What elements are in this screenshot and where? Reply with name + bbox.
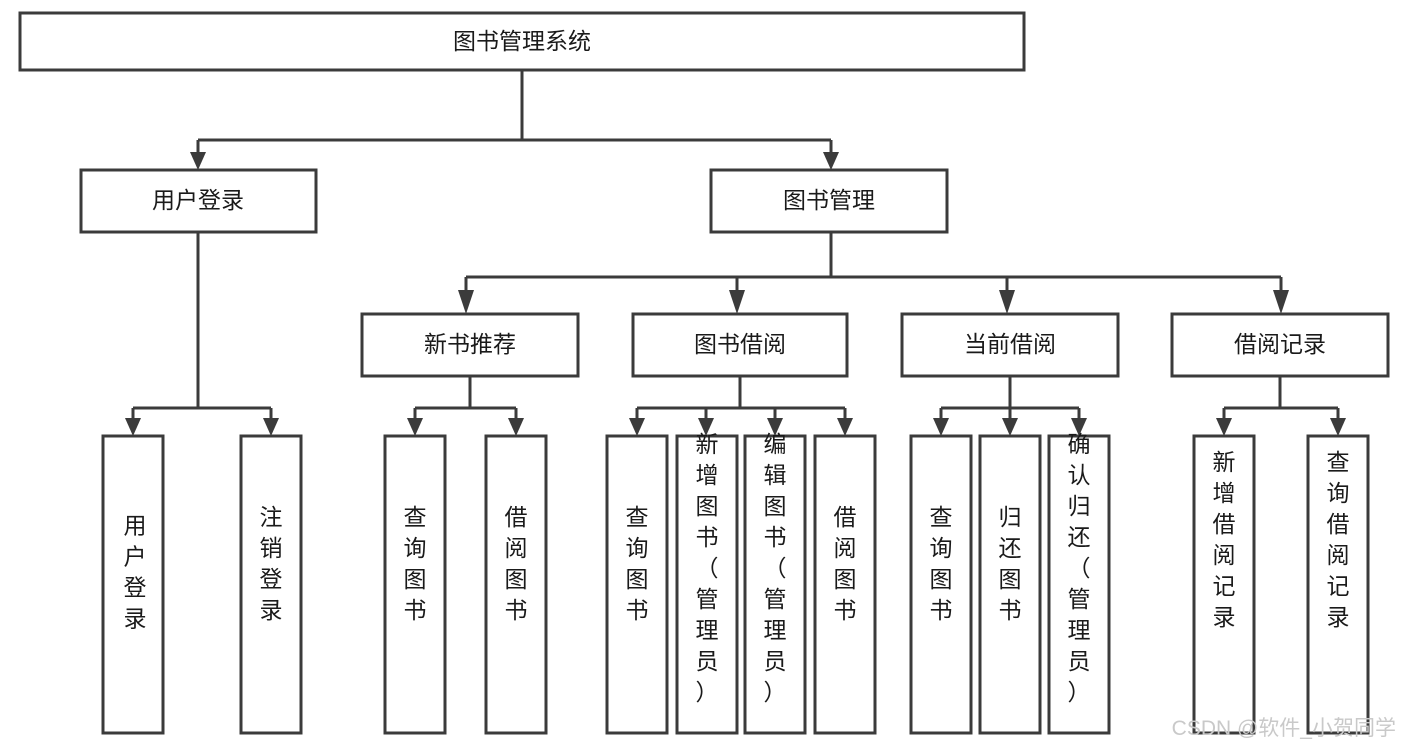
node-user-login[interactable]: 用户登录 (79, 168, 318, 234)
arrow-to-leaf-add-book (698, 418, 714, 436)
node-book-borrow-box[interactable] (631, 312, 849, 378)
node-leaf-edit-book[interactable]: 编辑图书（管理员） (743, 431, 807, 735)
node-leaf-logout-label: 注销登录 (260, 504, 283, 623)
node-leaf-query-record[interactable]: 查询借阅记录 (1306, 434, 1370, 735)
arrow-to-leaf-query-book-a (407, 418, 423, 436)
node-leaf-add-record-label: 新增借阅记录 (1213, 449, 1236, 630)
node-leaf-add-book-box[interactable] (675, 434, 739, 735)
node-user-login-box[interactable] (79, 168, 318, 234)
arrow-to-leaf-query-book-c (933, 418, 949, 436)
node-leaf-query-book-a[interactable]: 查询图书 (383, 434, 447, 735)
node-leaf-confirm-return-box[interactable] (1047, 434, 1111, 735)
arrow-to-borrow-record (1273, 290, 1289, 314)
node-new-book-rec-label: 新书推荐 (424, 331, 516, 357)
node-book-manage-box[interactable] (709, 168, 949, 234)
arrow-to-leaf-add-record (1216, 418, 1232, 436)
node-leaf-add-book-label: 新增图书（管理员） (696, 431, 719, 705)
node-leaf-user-login[interactable]: 用户登录 (101, 434, 165, 735)
node-leaf-user-login-label: 用户登录 (120, 514, 147, 630)
arrow-to-leaf-edit-book (767, 418, 783, 436)
node-book-borrow-label: 图书借阅 (694, 331, 786, 357)
node-leaf-query-record-label: 查询借阅记录 (1327, 449, 1350, 630)
node-new-book-rec-box[interactable] (360, 312, 580, 378)
node-leaf-query-book-c[interactable]: 查询图书 (909, 434, 973, 735)
node-leaf-return-book-box[interactable] (978, 434, 1042, 735)
node-leaf-query-book-a-label: 查询图书 (404, 504, 427, 623)
node-root[interactable]: 图书管理系统 (18, 11, 1026, 72)
node-leaf-borrow-book-a[interactable]: 借阅图书 (484, 434, 548, 735)
node-borrow-record-label: 借阅记录 (1234, 331, 1326, 357)
node-current-borrow-label: 当前借阅 (964, 331, 1056, 357)
node-root-label: 图书管理系统 (453, 28, 591, 54)
node-leaf-borrow-book-a-label: 借阅图书 (505, 504, 528, 623)
arrow-root-to-book-manage (823, 152, 839, 170)
node-leaf-add-book[interactable]: 新增图书（管理员） (675, 431, 739, 735)
arrow-to-leaf-confirm-return (1071, 418, 1087, 436)
node-current-borrow-box[interactable] (900, 312, 1120, 378)
node-leaf-borrow-book-a-box[interactable] (484, 434, 548, 735)
node-leaf-confirm-return-label: 确认归还（管理员） (1068, 431, 1091, 705)
arrow-root-to-user-login (190, 152, 206, 170)
watermark: CSDN @软件_小贺同学 (1172, 717, 1396, 740)
node-leaf-borrow-book-b[interactable]: 借阅图书 (813, 434, 877, 735)
arrow-to-leaf-query-book-b (629, 418, 645, 436)
node-leaf-query-book-b-label: 查询图书 (626, 504, 649, 623)
arrow-to-new-book-rec (458, 290, 474, 314)
arrow-to-book-borrow (729, 290, 745, 314)
node-leaf-edit-book-box[interactable] (743, 434, 807, 735)
node-leaf-logout[interactable]: 注销登录 (239, 434, 303, 735)
node-book-manage-label: 图书管理 (783, 187, 875, 213)
node-leaf-query-book-b[interactable]: 查询图书 (605, 434, 669, 735)
node-leaf-return-book-label: 归还图书 (999, 504, 1022, 623)
node-leaf-add-record[interactable]: 新增借阅记录 (1192, 434, 1256, 735)
node-leaf-edit-book-label: 编辑图书（管理员） (764, 431, 787, 705)
node-user-login-label: 用户登录 (152, 187, 244, 213)
arrow-to-current-borrow (999, 290, 1015, 314)
node-leaf-query-record-box[interactable] (1306, 434, 1370, 735)
node-leaf-query-book-c-label: 查询图书 (930, 504, 953, 623)
node-borrow-record-box[interactable] (1170, 312, 1390, 378)
node-leaf-query-book-b-box[interactable] (605, 434, 669, 735)
arrow-to-leaf-query-record (1330, 418, 1346, 436)
arrow-to-leaf-return-book (1002, 418, 1018, 436)
node-leaf-confirm-return[interactable]: 确认归还（管理员） (1047, 431, 1111, 735)
node-book-manage[interactable]: 图书管理 (709, 168, 949, 234)
node-new-book-rec[interactable]: 新书推荐 (360, 312, 580, 378)
node-leaf-user-login-box[interactable] (101, 434, 165, 735)
connector-layer (125, 70, 1346, 436)
arrow-to-leaf-borrow-book-a (508, 418, 524, 436)
node-leaf-query-book-a-box[interactable] (383, 434, 447, 735)
node-book-borrow[interactable]: 图书借阅 (631, 312, 849, 378)
node-root-box[interactable] (18, 11, 1026, 72)
arrow-to-leaf-user-login (125, 418, 141, 436)
arrow-to-leaf-logout (263, 418, 279, 436)
node-leaf-return-book[interactable]: 归还图书 (978, 434, 1042, 735)
node-leaf-logout-box[interactable] (239, 434, 303, 735)
node-leaf-borrow-book-b-label: 借阅图书 (834, 504, 857, 623)
arrow-to-leaf-borrow-book-b (837, 418, 853, 436)
node-leaf-query-book-c-box[interactable] (909, 434, 973, 735)
node-leaf-add-record-box[interactable] (1192, 434, 1256, 735)
node-leaf-borrow-book-b-box[interactable] (813, 434, 877, 735)
node-current-borrow[interactable]: 当前借阅 (900, 312, 1120, 378)
node-borrow-record[interactable]: 借阅记录 (1170, 312, 1390, 378)
